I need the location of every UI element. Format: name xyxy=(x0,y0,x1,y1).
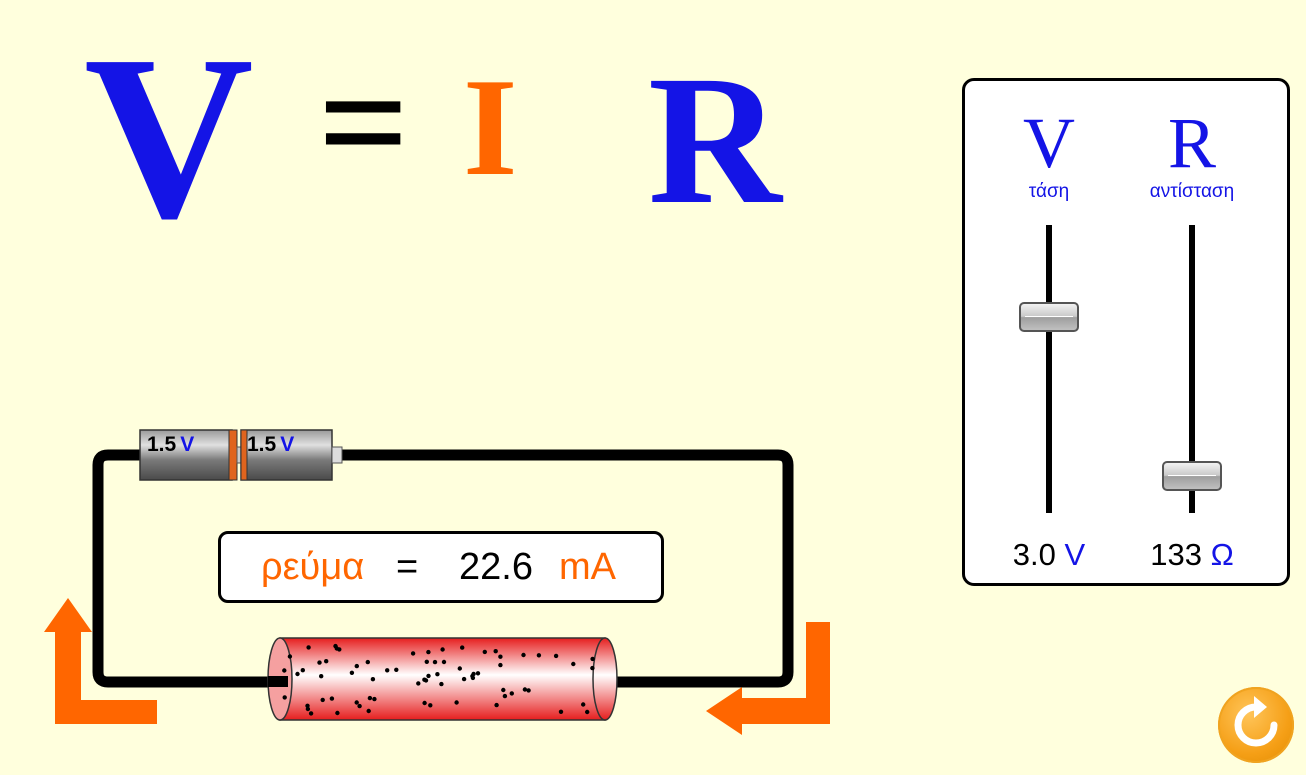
current-display: ρεύμα = 22.6 mA xyxy=(218,531,664,603)
electron-dot xyxy=(422,677,427,682)
electron-dot xyxy=(502,693,508,699)
electron-dot xyxy=(349,670,355,675)
electron-dot xyxy=(460,645,465,650)
electron-dot xyxy=(300,668,305,673)
electron-dot xyxy=(440,647,445,652)
electron-dot xyxy=(287,654,293,659)
electron-dot xyxy=(385,668,390,673)
electron-dot xyxy=(493,649,498,654)
electron-dot xyxy=(317,660,322,665)
circuit-wire xyxy=(92,449,281,688)
electron-dot xyxy=(282,668,287,673)
electron-dot xyxy=(416,681,421,686)
electron-dot xyxy=(428,703,433,708)
voltage-slider-track[interactable] xyxy=(1046,225,1052,513)
battery-2 xyxy=(240,429,343,481)
current-value: 22.6 xyxy=(459,546,533,588)
electron-dot xyxy=(367,695,373,701)
electron-dot xyxy=(522,687,528,692)
battery-1 xyxy=(139,429,242,481)
electron-dot xyxy=(498,662,503,668)
voltage-slider-thumb[interactable] xyxy=(1019,302,1079,333)
equation-current-symbol: I xyxy=(463,50,518,205)
current-equals: = xyxy=(396,546,419,588)
electron-dot xyxy=(295,671,300,677)
electron-dot xyxy=(470,675,476,681)
electron-dot xyxy=(372,696,377,702)
electron-dot xyxy=(590,656,595,662)
electron-dot xyxy=(526,688,531,693)
electron-dot xyxy=(366,708,371,714)
electron-dot xyxy=(441,659,447,665)
electron-dot xyxy=(536,653,542,658)
electron-dot xyxy=(282,695,287,700)
electron-dot xyxy=(320,697,325,703)
electron-dot xyxy=(335,710,340,716)
electron-dot xyxy=(306,645,311,650)
electron-dot xyxy=(305,706,311,712)
electron-dot xyxy=(439,681,444,687)
reset-icon xyxy=(1234,696,1278,747)
electron-dot xyxy=(571,661,576,667)
electron-dot xyxy=(319,674,324,679)
electron-dot xyxy=(553,653,559,659)
electron-dot xyxy=(410,651,416,656)
electron-dot xyxy=(329,696,335,701)
voltage-readout: 3.0 V xyxy=(1012,537,1086,572)
voltage-label: τάση xyxy=(1028,181,1070,202)
electron-dot xyxy=(370,677,376,682)
reset-button[interactable] xyxy=(1218,687,1294,763)
electron-dot xyxy=(308,711,314,716)
electron-dot xyxy=(509,691,514,696)
resistance-slider-track[interactable] xyxy=(1189,225,1195,513)
equation-voltage-symbol: V xyxy=(84,7,254,267)
electron-dot xyxy=(424,659,429,664)
circuit-wire xyxy=(336,449,794,688)
electron-dot xyxy=(426,673,431,679)
current-label: ρεύμα xyxy=(261,546,365,588)
electron-dot xyxy=(590,665,595,671)
electron-dot xyxy=(394,667,399,672)
arrow-up-icon xyxy=(44,598,157,724)
voltage-symbol: V xyxy=(1023,103,1075,183)
electron-dot xyxy=(432,659,438,665)
electron-dot xyxy=(333,643,338,649)
electron-dot xyxy=(461,676,467,682)
electron-dot xyxy=(357,703,362,709)
electron-dot xyxy=(498,654,503,659)
resistance-slider-thumb[interactable] xyxy=(1162,460,1222,491)
control-panel: V τάση R αντίσταση 3.0 V 133 Ω xyxy=(962,78,1290,586)
electron-dot xyxy=(475,671,481,676)
electron-dot xyxy=(354,663,359,669)
electron-dot xyxy=(494,702,499,708)
resistance-label: αντίσταση xyxy=(1149,181,1235,202)
arrow-left-icon xyxy=(706,622,830,735)
electron-dot xyxy=(354,700,359,705)
current-unit: mA xyxy=(559,546,616,588)
electron-dot xyxy=(454,700,459,705)
equation-equals-sign: = xyxy=(318,33,410,211)
electron-dot xyxy=(305,703,310,708)
electron-dot xyxy=(581,702,586,707)
electron-dot xyxy=(482,649,487,655)
electron-dot xyxy=(365,659,370,665)
electron-dot xyxy=(324,659,329,664)
electron-dot xyxy=(501,687,506,693)
resistance-symbol: R xyxy=(1167,103,1217,183)
electron-dot xyxy=(521,652,526,658)
electron-dot xyxy=(585,709,590,715)
electron-dot xyxy=(422,700,427,706)
electron-dot xyxy=(457,666,462,671)
electron-dot xyxy=(435,672,440,677)
resistor xyxy=(267,637,618,721)
electron-dot xyxy=(558,709,564,714)
equation-resistance-symbol: R xyxy=(648,38,782,243)
electron-dot xyxy=(426,649,431,655)
resistance-readout: 133 Ω xyxy=(1150,537,1234,572)
